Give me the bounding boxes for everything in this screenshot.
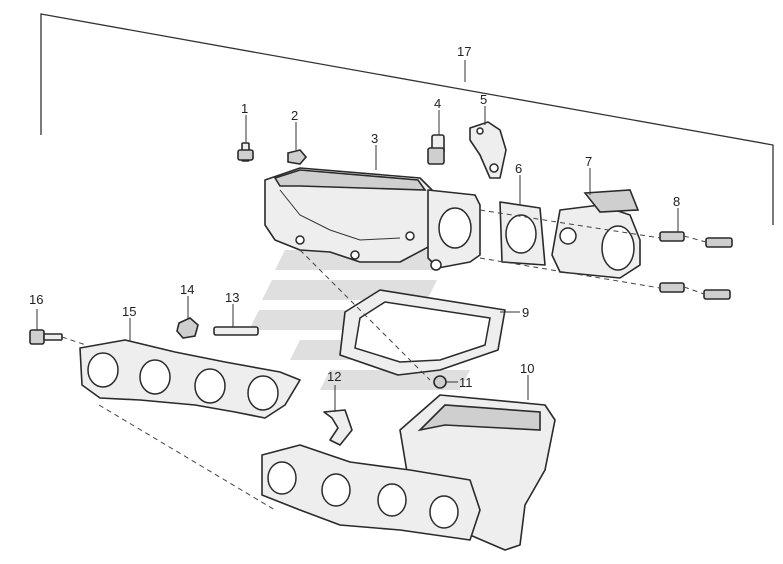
sensor-part-4 <box>427 134 445 165</box>
assembly-bracket <box>40 13 774 225</box>
clip-part-12 <box>323 409 353 446</box>
callout-16: 16 <box>29 292 43 307</box>
callout-10: 10 <box>520 361 534 376</box>
callout-12: 12 <box>327 369 341 384</box>
manifold-gasket-part-9 <box>339 289 506 376</box>
callout-5: 5 <box>480 92 487 107</box>
callout-7: 7 <box>585 154 592 169</box>
callout-8: 8 <box>673 194 680 209</box>
callout-2: 2 <box>291 108 298 123</box>
stud-part-13 <box>213 326 259 336</box>
nut-part-14 <box>176 317 199 339</box>
nut-part-2 <box>287 149 308 165</box>
intake-gasket-part-15 <box>79 339 301 419</box>
callout-11: 11 <box>459 375 473 390</box>
fitting-part-11 <box>433 375 447 389</box>
callout-15: 15 <box>122 304 136 319</box>
callout-3: 3 <box>371 131 378 146</box>
callout-4: 4 <box>434 96 441 111</box>
assembly-lines <box>61 209 707 511</box>
callout-group: 1 2 3 4 5 6 7 8 9 10 11 12 13 14 15 16 1 <box>29 44 680 412</box>
callout-9: 9 <box>522 305 529 320</box>
bolts-part-8 <box>659 231 733 300</box>
lower-runner-flange <box>261 444 481 541</box>
callout-6: 6 <box>515 161 522 176</box>
bolt-part-1 <box>237 142 254 162</box>
callout-14: 14 <box>180 282 194 297</box>
throttle-body-part-7 <box>551 189 641 279</box>
upper-intake-manifold <box>264 167 433 263</box>
throttle-gasket-part-6 <box>499 201 546 266</box>
bolt-part-16 <box>29 329 63 345</box>
callout-1: 1 <box>241 101 248 116</box>
manifold-throttle-flange <box>427 189 481 271</box>
callout-13: 13 <box>225 290 239 305</box>
bracket-part-5 <box>469 121 507 179</box>
callout-17: 17 <box>457 44 471 59</box>
